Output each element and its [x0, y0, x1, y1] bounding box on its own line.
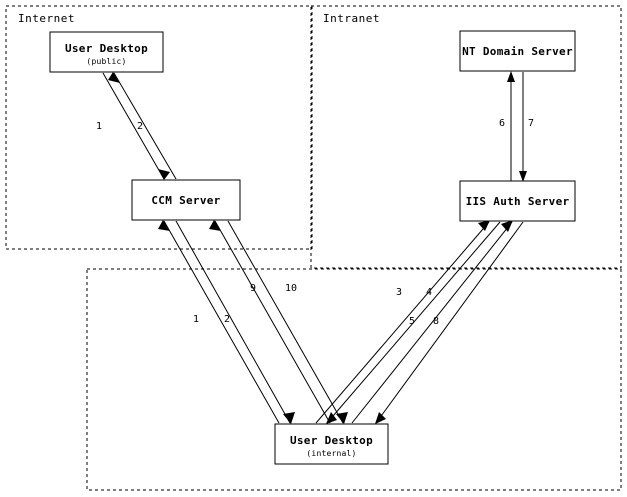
- zone-internet-boundary: [5, 5, 313, 250]
- flow-6-arrowhead: [507, 71, 515, 82]
- flow-10-group: 10: [227, 220, 348, 424]
- flow-8-group: 8: [375, 221, 524, 424]
- flow-7-group: 7: [519, 72, 534, 182]
- node-nt-domain-server-title: NT Domain Server: [462, 45, 573, 58]
- flow-4-label: 4: [426, 287, 432, 298]
- node-ccm-server-box[interactable]: [131, 179, 241, 221]
- flow-7-arrowhead: [519, 171, 527, 182]
- flow-2-public-group: 2: [108, 72, 177, 180]
- flow-4-arrowhead: [326, 412, 337, 424]
- flow-10-label: 10: [285, 283, 297, 294]
- flow-9-arrowhead: [209, 220, 221, 231]
- flow-2-public-line: [113, 72, 177, 180]
- node-user-desktop-public-title: User Desktop: [65, 42, 148, 55]
- flow-1-internal-arrowhead: [158, 220, 170, 231]
- zone-internet-label: Internet: [18, 12, 75, 25]
- flow-5-arrowhead: [501, 220, 513, 232]
- flow-6-label: 6: [499, 118, 505, 129]
- node-user-desktop-public-subtitle: (public): [86, 57, 126, 66]
- node-user-desktop-internal-box[interactable]: [274, 423, 389, 465]
- zone-internal-boundary: [86, 268, 622, 491]
- flow-3-arrowhead: [478, 220, 490, 231]
- flow-7-label: 7: [528, 118, 534, 129]
- node-iis-auth-server-box[interactable]: [459, 180, 576, 222]
- flow-8-arrowhead: [375, 412, 386, 424]
- flow-4-group: 4: [326, 221, 501, 424]
- flow-1-public-arrowhead: [158, 169, 170, 180]
- zone-intranet-label: Intranet: [323, 12, 380, 25]
- flow-1-internal-label: 1: [193, 314, 199, 325]
- node-user-desktop-internal[interactable]: User Desktop (internal): [274, 423, 389, 465]
- flow-8-line: [375, 221, 524, 424]
- node-user-desktop-public[interactable]: User Desktop (public): [49, 31, 164, 73]
- flow-9-label: 9: [250, 283, 256, 294]
- flow-10-arrowhead: [336, 412, 348, 424]
- flow-5-line: [351, 221, 513, 424]
- flow-3-label: 3: [396, 287, 402, 298]
- flow-2-internal-arrowhead: [283, 412, 295, 424]
- flow-2-internal-group: 2: [175, 220, 295, 424]
- flow-1-public-label: 1: [96, 121, 102, 132]
- node-user-desktop-internal-title: User Desktop: [290, 434, 373, 447]
- flow-2-public-label: 2: [137, 121, 143, 132]
- flow-2-internal-label: 2: [224, 314, 230, 325]
- zone-intranet-boundary: [310, 5, 622, 269]
- flow-9-group: 9: [209, 220, 331, 424]
- flow-10-line: [227, 220, 344, 424]
- flow-5-group: 5: [351, 220, 513, 424]
- node-nt-domain-server[interactable]: NT Domain Server: [459, 30, 576, 72]
- flow-2-public-arrowhead: [108, 72, 120, 83]
- flow-1-internal-line: [163, 220, 280, 424]
- flow-3-line: [315, 221, 490, 424]
- flow-1-public-group: 1: [96, 72, 170, 180]
- flow-6-group: 6: [499, 71, 515, 181]
- node-nt-domain-server-box[interactable]: [459, 30, 576, 72]
- node-iis-auth-server-title: IIS Auth Server: [466, 195, 570, 208]
- node-user-desktop-internal-subtitle: (internal): [306, 449, 356, 458]
- flow-3-group: 3: [315, 220, 490, 424]
- flow-2-internal-line: [175, 220, 291, 424]
- flow-4-line: [326, 221, 501, 424]
- node-iis-auth-server[interactable]: IIS Auth Server: [459, 180, 576, 222]
- flow-8-label: 8: [433, 316, 439, 327]
- node-user-desktop-public-box[interactable]: [49, 31, 164, 73]
- node-ccm-server-title: CCM Server: [151, 194, 220, 207]
- flow-1-internal-group: 1: [158, 220, 280, 424]
- flow-1-public-line: [102, 72, 165, 180]
- node-ccm-server[interactable]: CCM Server: [131, 179, 241, 221]
- flow-9-line: [214, 220, 331, 424]
- flow-5-label: 5: [409, 316, 415, 327]
